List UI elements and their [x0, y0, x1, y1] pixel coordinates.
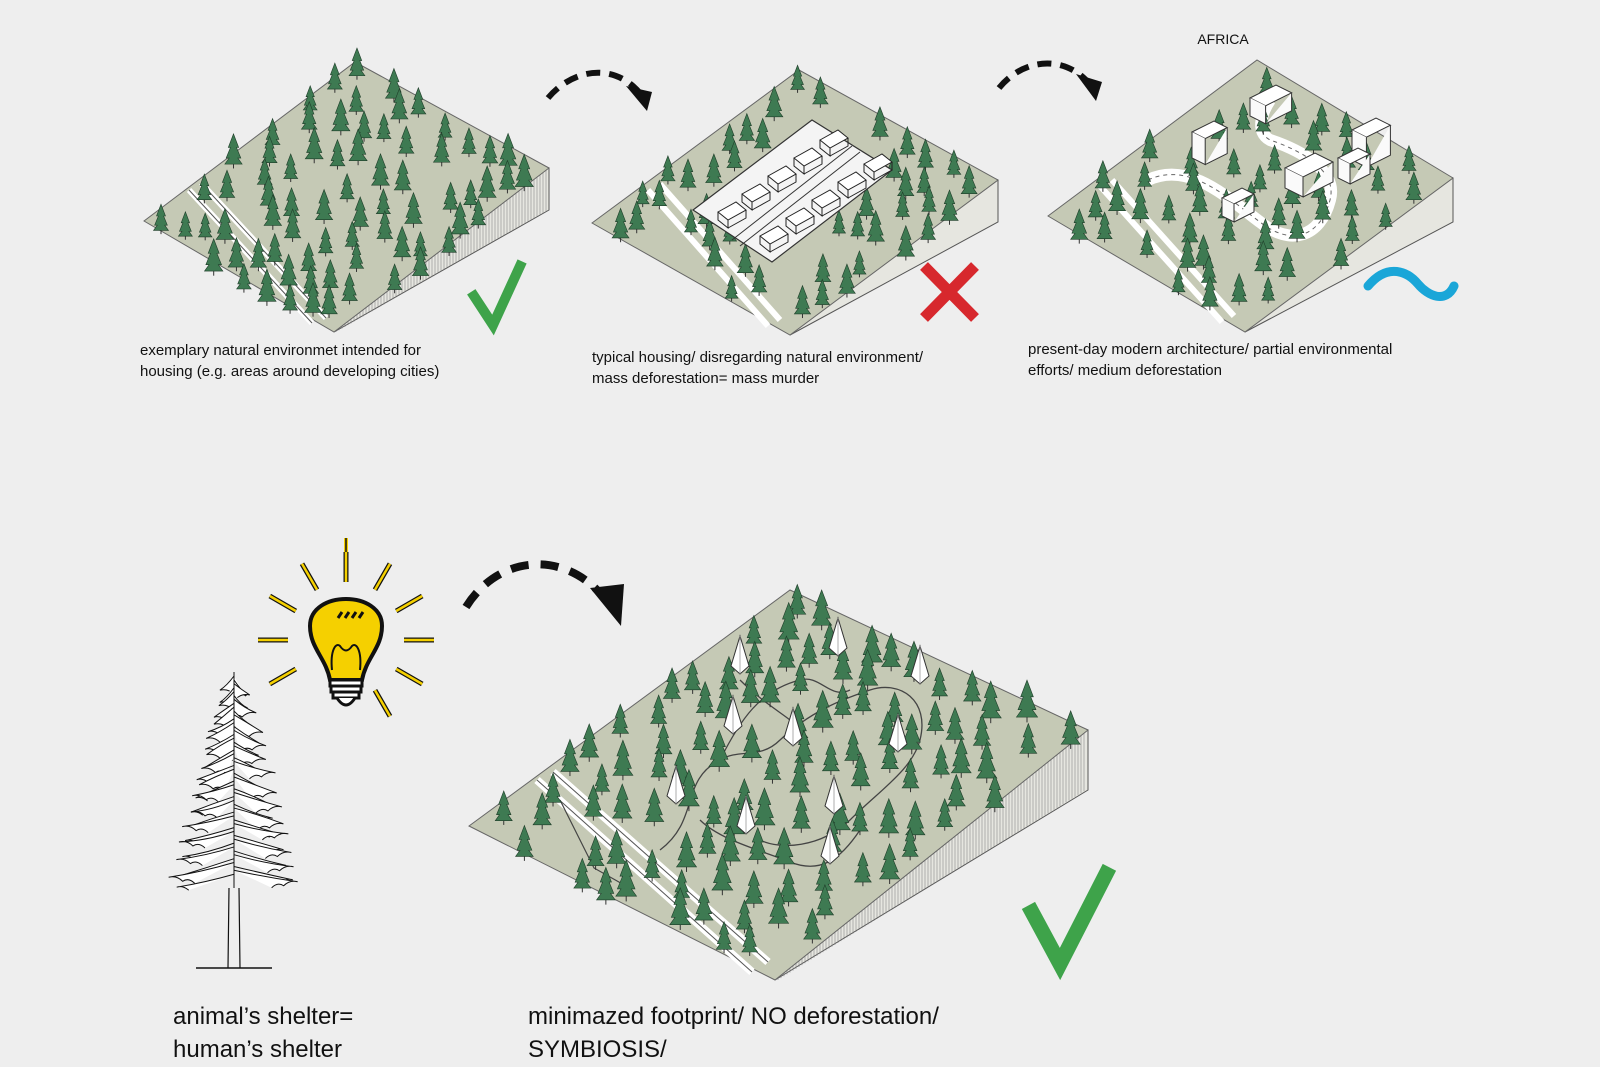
cross-icon [920, 262, 979, 322]
panel-modern-architecture [1047, 59, 1459, 333]
arrowhead-2 [1076, 74, 1102, 101]
tree-sketch [168, 672, 298, 969]
caption-panel-2: typical housing/ disregarding natural en… [592, 347, 972, 389]
caption-line: SYMBIOSIS/ [528, 1036, 667, 1063]
terrain-side-hatch [335, 169, 547, 332]
caption-panel-5: minimazed footprint/ NO deforestation/ S… [528, 1000, 1006, 1066]
panel-typical-housing [591, 64, 999, 336]
caption-panel-3: present-day modern architecture/ partial… [1028, 339, 1452, 381]
caption-line: minimazed footprint/ NO deforestation/ [528, 1003, 939, 1030]
caption-line: mass deforestation= mass murder [592, 370, 820, 387]
arrowhead-3 [590, 584, 624, 626]
caption-line: housing (e.g. areas around developing ci… [140, 363, 440, 380]
panel-symbiosis [468, 583, 1117, 981]
terrain-side-hatch [777, 731, 1085, 980]
caption-line: efforts/ medium deforestation [1028, 362, 1222, 379]
forest-group [611, 64, 978, 319]
panel-natural-environment [143, 47, 550, 336]
caption-line: human’s shelter [173, 1036, 342, 1063]
arrow-to-final [462, 560, 616, 611]
caption-line: present-day modern architecture/ partial… [1028, 341, 1393, 358]
arrowhead-1 [626, 86, 652, 111]
caption-panel-4: animal’s shelter= human’s shelter [173, 1000, 413, 1066]
forest-group [494, 583, 1081, 956]
check-icon [1021, 863, 1117, 981]
forest-group [1070, 66, 1423, 311]
caption-line: exemplary natural environmet intended fo… [140, 342, 421, 359]
housing-block [691, 119, 894, 263]
lightbulb-icon [258, 538, 434, 718]
region-label: AFRICA [1197, 31, 1249, 47]
caption-panel-1: exemplary natural environmet intended fo… [140, 340, 472, 382]
treehouse-units [666, 616, 930, 865]
tilde-icon [1363, 266, 1459, 301]
caption-line: typical housing/ disregarding natural en… [592, 349, 924, 366]
check-icon [467, 259, 527, 336]
arrow-1-to-2 [545, 69, 648, 102]
road [645, 182, 783, 328]
caption-line: animal’s shelter= [173, 1003, 354, 1030]
forest-group [152, 47, 534, 318]
modern-buildings [1190, 84, 1392, 223]
